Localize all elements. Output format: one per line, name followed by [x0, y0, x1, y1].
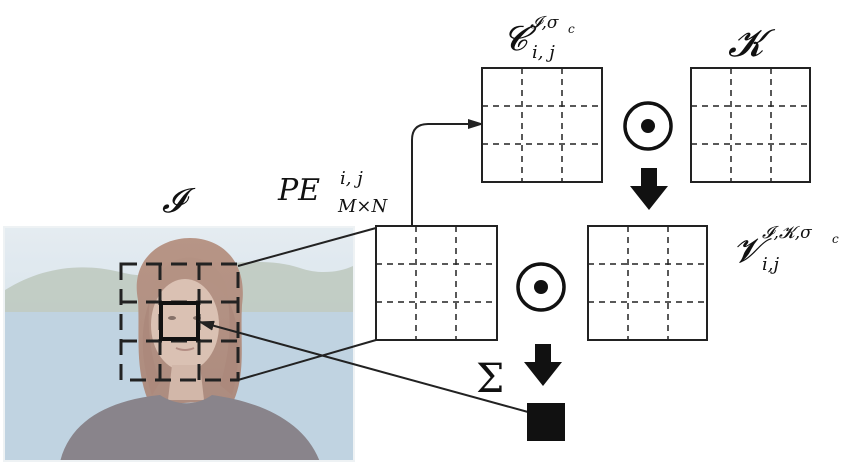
compressed-label-sup: 𝓘,σ [530, 13, 559, 33]
hair-front [150, 257, 228, 300]
input-image [3, 226, 355, 462]
hadamard-operator-bottom [516, 262, 566, 312]
shirt [60, 395, 320, 460]
neck [168, 365, 204, 400]
value-label-sub: i,j [762, 254, 779, 275]
kernel-label: 𝓚 [728, 21, 776, 65]
down-arrow-top [630, 168, 668, 210]
compressed-label: 𝓒 𝓘,σ c i, j [503, 13, 575, 63]
projection-line-bottom [237, 339, 377, 381]
hadamard-operator-top [623, 101, 673, 151]
value-label-sup-sub: c [832, 232, 839, 246]
compressed-label-sup-sub: c [568, 22, 575, 36]
image-label: 𝓘 [162, 181, 196, 221]
patch-grid [375, 225, 498, 341]
output-pixel [527, 403, 565, 441]
projection-line-top [237, 227, 377, 267]
patch-to-compressed-arrow [411, 119, 484, 226]
value-grid [587, 225, 708, 341]
value-label: 𝓥 𝓘,𝓚,σ c i,j [733, 223, 839, 275]
down-arrow-bottom [524, 344, 562, 386]
patch-label-sup: i, j [340, 168, 363, 189]
patch-label-sub: M×N [337, 196, 389, 217]
patch-label: PE i, j M×N [277, 168, 389, 217]
sum-label: Σ [476, 356, 504, 402]
compressed-label-sub: i, j [532, 42, 555, 63]
output-arrow [198, 320, 529, 413]
compressed-grid [481, 67, 603, 183]
center-pixel [159, 301, 200, 341]
patch-label-base: PE [277, 173, 320, 208]
kernel-grid [690, 67, 811, 183]
value-label-sup: 𝓘,𝓚,σ [762, 223, 812, 243]
